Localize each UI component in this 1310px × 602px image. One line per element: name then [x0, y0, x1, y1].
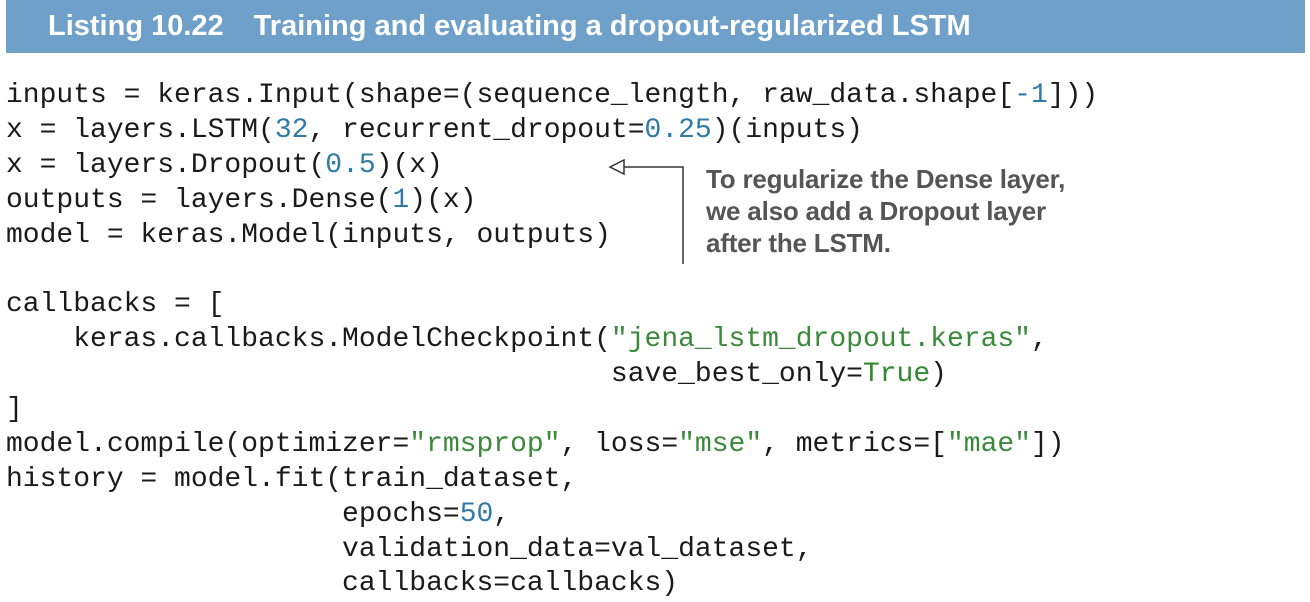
- code-text: callbacks = [: [6, 289, 225, 321]
- code-text: ]: [6, 394, 23, 426]
- code-text: outputs = layers.Dense(: [6, 184, 393, 216]
- callout-line: To regularize the Dense layer,: [706, 164, 1066, 194]
- code-line: callbacks=callbacks): [6, 567, 1098, 602]
- code-line: ]: [6, 393, 1098, 428]
- code-number: -1: [1014, 80, 1048, 111]
- code-line: epochs=50,: [6, 498, 1098, 533]
- code-text: ): [930, 359, 947, 391]
- code-line: model = keras.Model(inputs, outputs): [6, 219, 1098, 254]
- code-text: , recurrent_dropout=: [308, 114, 645, 146]
- code-text: ]): [1031, 428, 1065, 460]
- code-string: "rmsprop": [409, 428, 561, 460]
- listing-title: Training and evaluating a dropout-regula…: [253, 10, 971, 42]
- code-line: history = model.fit(train_dataset,: [6, 463, 1098, 498]
- listing-header: Listing 10.22 Training and evaluating a d…: [6, 0, 1305, 53]
- code-text: validation_data=val_dataset,: [6, 533, 813, 565]
- code-line: x = layers.Dropout(0.5)(x): [6, 149, 1098, 184]
- code-line: model.compile(optimizer="rmsprop", loss=…: [6, 428, 1098, 463]
- callout-line: after the LSTM.: [706, 228, 891, 258]
- code-line: keras.callbacks.ModelCheckpoint("jena_ls…: [6, 323, 1098, 358]
- code-text: history = model.fit(train_dataset,: [6, 463, 578, 495]
- callout-line: we also add a Dropout layer: [706, 196, 1046, 226]
- code-line: validation_data=val_dataset,: [6, 533, 1098, 568]
- code-line: outputs = layers.Dense(1)(x): [6, 184, 1098, 219]
- code-text: inputs = keras.Input(shape=(sequence_len…: [6, 80, 1015, 111]
- code-text: epochs=: [6, 498, 460, 530]
- code-number: 0.25: [644, 114, 712, 146]
- code-text: ,: [493, 498, 511, 530]
- code-text: x = layers.LSTM(: [6, 114, 275, 146]
- code-number: 32: [274, 114, 309, 146]
- code-number: 50: [459, 498, 494, 530]
- code-text: callbacks=callbacks): [6, 568, 679, 600]
- code-text: keras.callbacks.ModelCheckpoint(: [6, 324, 611, 356]
- code-string: "mae": [946, 428, 1031, 460]
- code-line: callbacks = [: [6, 288, 1098, 323]
- callout-arrow-icon: [608, 158, 684, 264]
- code-text: ,: [1030, 324, 1048, 356]
- code-text: x = layers.Dropout(: [6, 149, 326, 181]
- code-text: )(inputs): [711, 114, 863, 146]
- code-text: )(x): [375, 149, 443, 181]
- code-text: )(x): [409, 184, 477, 216]
- code-text: model = keras.Model(inputs, outputs): [6, 219, 611, 251]
- code-text: save_best_only=: [6, 359, 863, 391]
- listing-number: Listing 10.22: [48, 10, 224, 42]
- code-text: ])): [1047, 80, 1099, 111]
- code-string: "mse": [678, 428, 763, 460]
- code-number: 1: [392, 184, 410, 216]
- code-line: x = layers.LSTM(32, recurrent_dropout=0.…: [6, 114, 1098, 149]
- code-line: inputs = keras.Input(shape=(sequence_len…: [6, 79, 1098, 114]
- code-text: , metrics=[: [762, 428, 947, 460]
- code-keyword: True: [862, 359, 931, 391]
- code-number: 0.5: [325, 149, 376, 181]
- code-block: inputs = keras.Input(shape=(sequence_len…: [6, 79, 1098, 602]
- code-text: , loss=: [560, 428, 679, 460]
- code-text: model.compile(optimizer=: [6, 428, 410, 460]
- code-string: "jena_lstm_dropout.keras": [610, 324, 1031, 356]
- code-line: save_best_only=True): [6, 358, 1098, 393]
- callout-annotation: To regularize the Dense layer, we also a…: [706, 163, 1065, 259]
